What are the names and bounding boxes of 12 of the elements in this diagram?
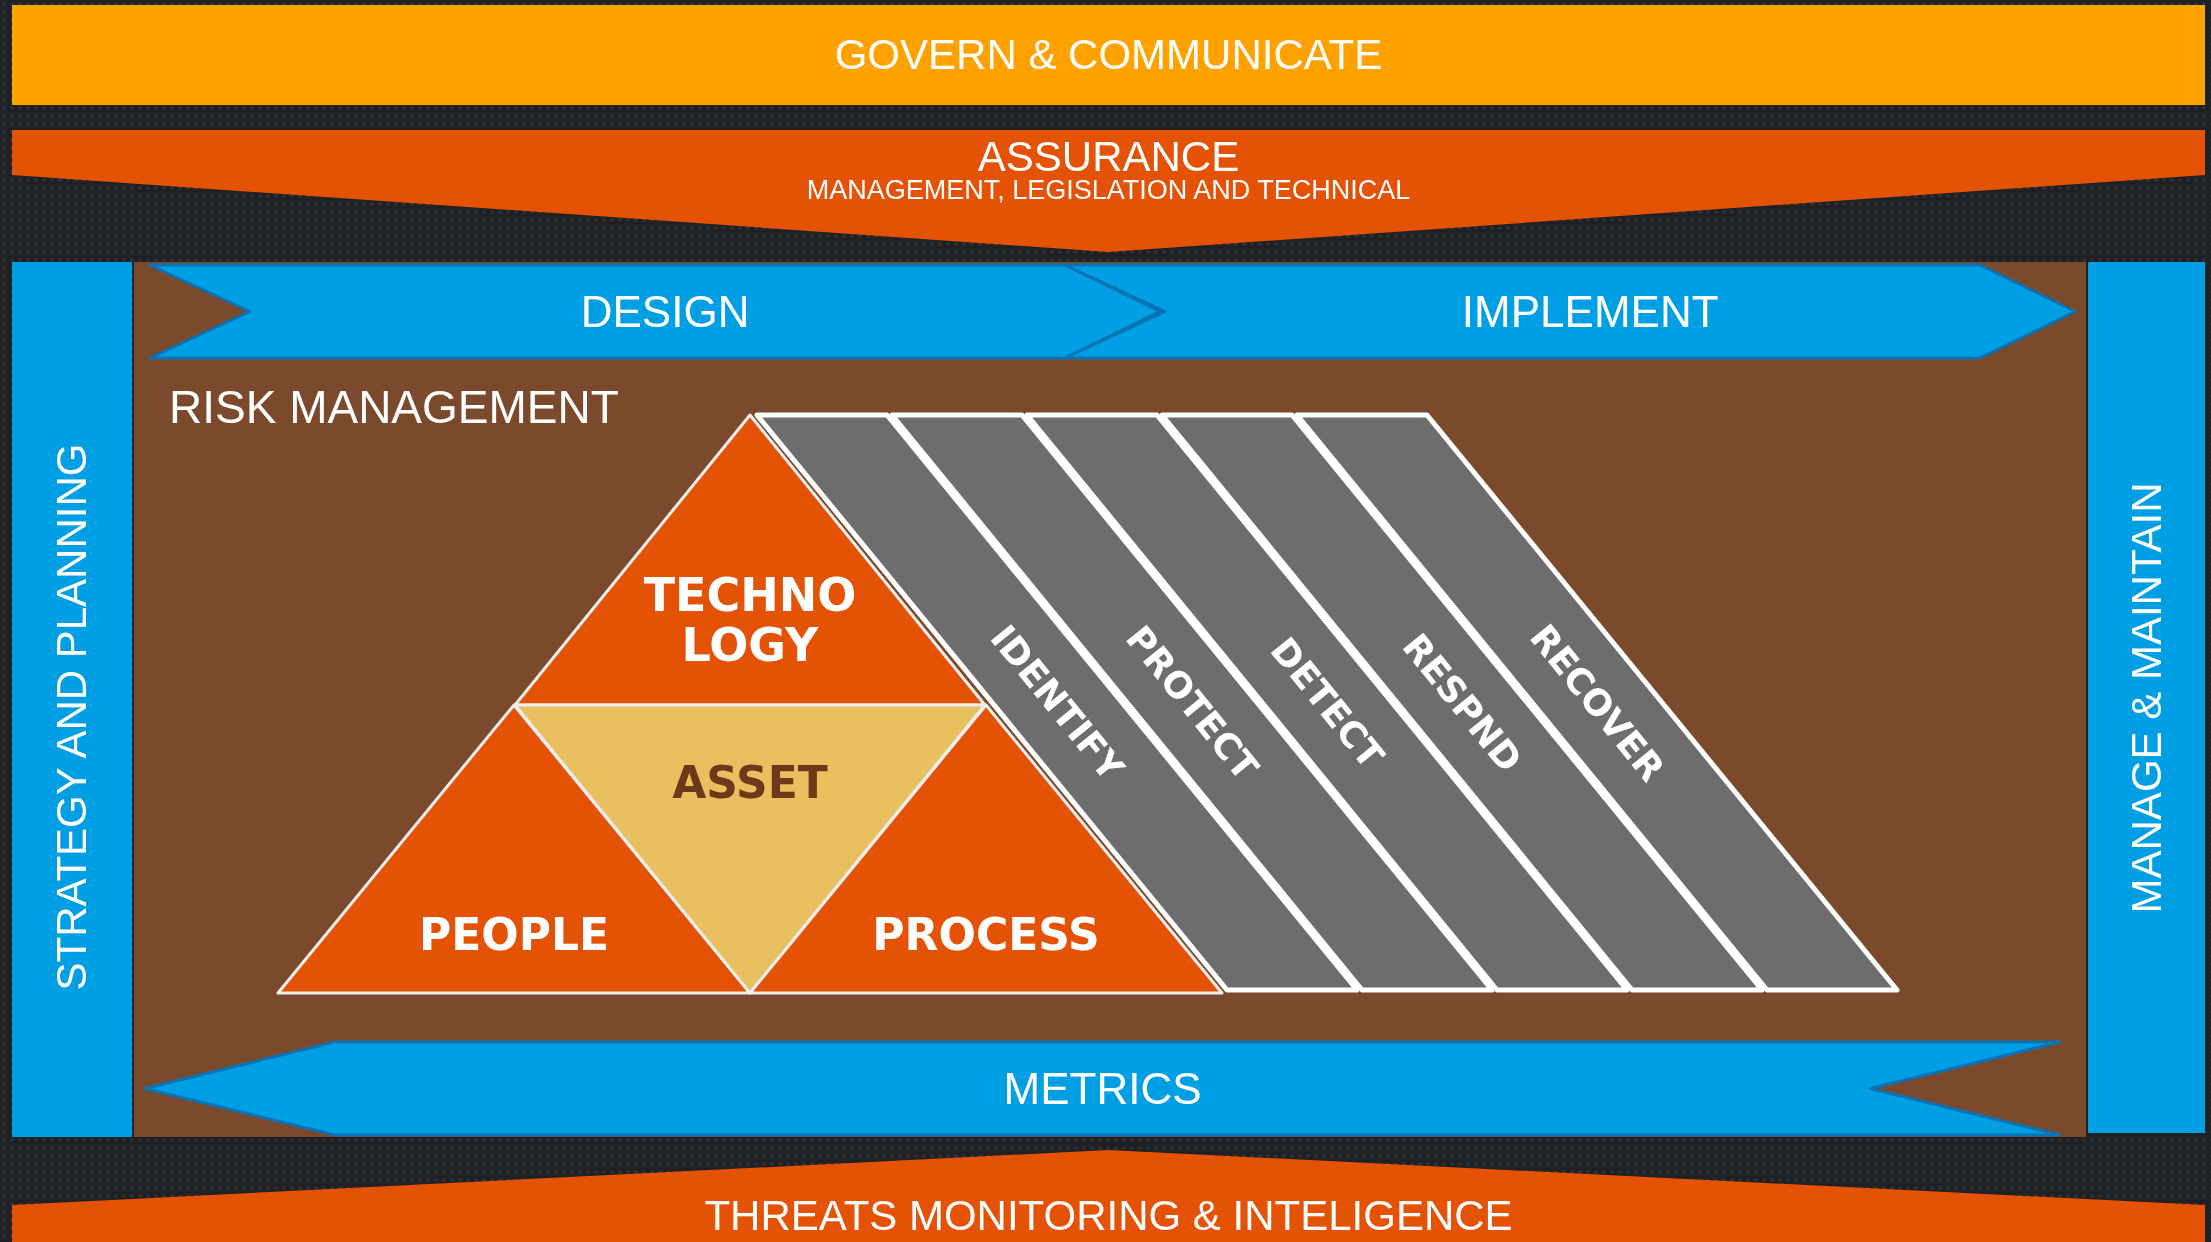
triangle-label: PEOPLE	[418, 911, 610, 960]
triangle-label: ASSET	[672, 758, 828, 807]
band-label: DESIGN	[580, 287, 750, 336]
triangle-label: TECHNO LOGY	[642, 570, 858, 672]
band-label: METRICS	[1003, 1064, 1202, 1113]
triangle-label: PROCESS	[872, 911, 1100, 960]
panel-title: RISK MANAGEMENT	[169, 381, 619, 433]
banner-title: THREATS MONITORING & INTELIGENCE	[704, 1192, 1513, 1240]
banner-title: GOVERN & COMMUNICATE	[834, 31, 1383, 79]
side-bar-label: STRATEGY AND PLANNING	[48, 443, 96, 991]
band-label: IMPLEMENT	[1461, 287, 1719, 336]
side-bar-label: MANAGE & MAINTAIN	[2123, 482, 2170, 913]
